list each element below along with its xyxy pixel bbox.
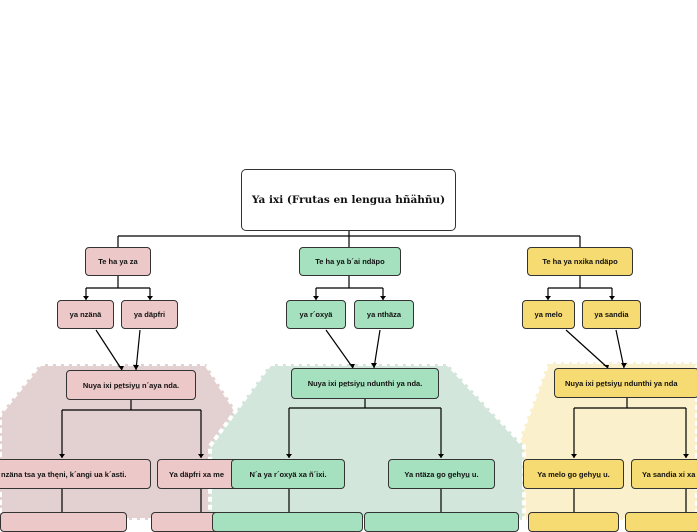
- arrowhead: [198, 454, 204, 458]
- arrowhead: [133, 365, 139, 370]
- child-node-stub[interactable]: [0, 512, 127, 532]
- process-node-pink[interactable]: Nuya ixi pe̲tsiyu̲ n´aya nda.: [66, 370, 196, 400]
- example-node-nzana[interactable]: nzäna tsa ya thęni, k´angi ua k´asti.: [0, 459, 151, 489]
- arrowheads: [59, 296, 689, 458]
- example-node-melo[interactable]: Ya melo go gehyu̲ u.: [523, 459, 624, 489]
- category-node-te-ha-ya-za[interactable]: Te ha ya za: [85, 247, 151, 276]
- child-node-stub[interactable]: [528, 512, 619, 532]
- root-node[interactable]: Ya ixi (Frutas en lengua hñähñu): [241, 169, 456, 231]
- arrowhead: [59, 454, 65, 458]
- example-node-roxya[interactable]: N´a ya r´oxyä xa ñ´ixi.: [231, 459, 345, 489]
- arrowhead: [545, 296, 551, 300]
- arrowhead: [380, 296, 386, 300]
- connectors: [61, 231, 687, 512]
- category-node-te-ha-ya-bai-ndapo[interactable]: Te ha ya b´ai ndäpo: [299, 247, 401, 276]
- arrowhead: [286, 454, 292, 458]
- example-node-ntaza[interactable]: Ya ntäza go gehyu̲ u.: [388, 459, 495, 489]
- arrowhead: [683, 454, 689, 458]
- child-node-stub[interactable]: [625, 512, 697, 532]
- arrowhead: [83, 296, 89, 300]
- arrowhead: [371, 363, 377, 368]
- arrowhead: [571, 454, 577, 458]
- arrowhead: [609, 296, 615, 300]
- example-node-sandia[interactable]: Ya sandia xi xa: [631, 459, 697, 489]
- fruit-node-nthaza[interactable]: ya nthäza: [354, 300, 414, 329]
- fruit-node-roxya[interactable]: ya r´oxyä: [286, 300, 346, 329]
- arrowhead: [349, 364, 355, 368]
- fruit-node-nzana[interactable]: ya nzänä: [57, 300, 114, 329]
- fruit-node-dapfri[interactable]: ya däpfri: [121, 300, 178, 329]
- fruit-node-sandia[interactable]: ya sandia: [582, 300, 641, 329]
- arrowhead: [438, 454, 444, 458]
- child-node-stub[interactable]: [364, 512, 519, 532]
- process-node-yellow[interactable]: Nuya ixi pe̲tsiyu̲ ndunthi ya nda: [554, 368, 697, 398]
- process-node-green[interactable]: Nuya ixi pe̲tsiyu̲ ndunthi ya nda.: [291, 368, 439, 399]
- arrowhead: [147, 296, 153, 300]
- category-node-te-ha-ya-nxika-ndapo[interactable]: Te ha ya nxika ndäpo: [527, 247, 633, 276]
- arrowhead: [621, 363, 627, 368]
- arrowhead: [603, 365, 609, 368]
- fruit-node-melo[interactable]: ya melo: [522, 300, 575, 329]
- arrowhead: [118, 366, 124, 370]
- child-node-stub[interactable]: [212, 512, 363, 532]
- arrowhead: [313, 296, 319, 300]
